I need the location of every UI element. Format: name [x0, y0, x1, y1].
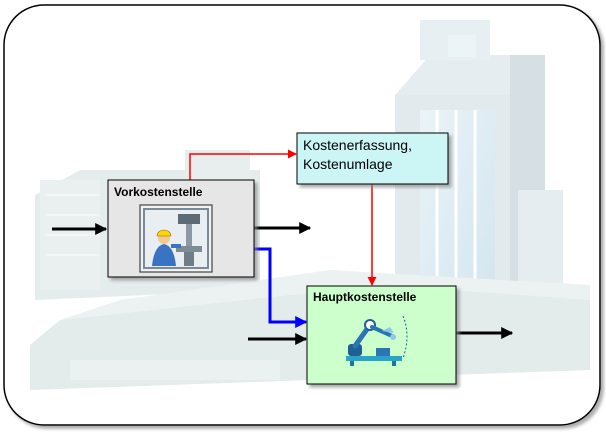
cost-process-box	[296, 132, 449, 185]
cost-process-label-line2: Kostenumlage	[303, 156, 393, 172]
pre-cost-center-label: Vorkostenstelle	[114, 185, 203, 199]
main-cost-center-label: Hauptkostenstelle	[313, 290, 417, 304]
allocation-arrow-to-process	[189, 149, 297, 183]
cost-process-label-line1: Kostenerfassung,	[303, 137, 412, 153]
robot-arm-icon	[346, 315, 408, 366]
transfer-arrow-blue	[254, 247, 308, 328]
worker-drill-press-icon	[139, 204, 213, 273]
main-cost-center-box	[306, 285, 457, 385]
